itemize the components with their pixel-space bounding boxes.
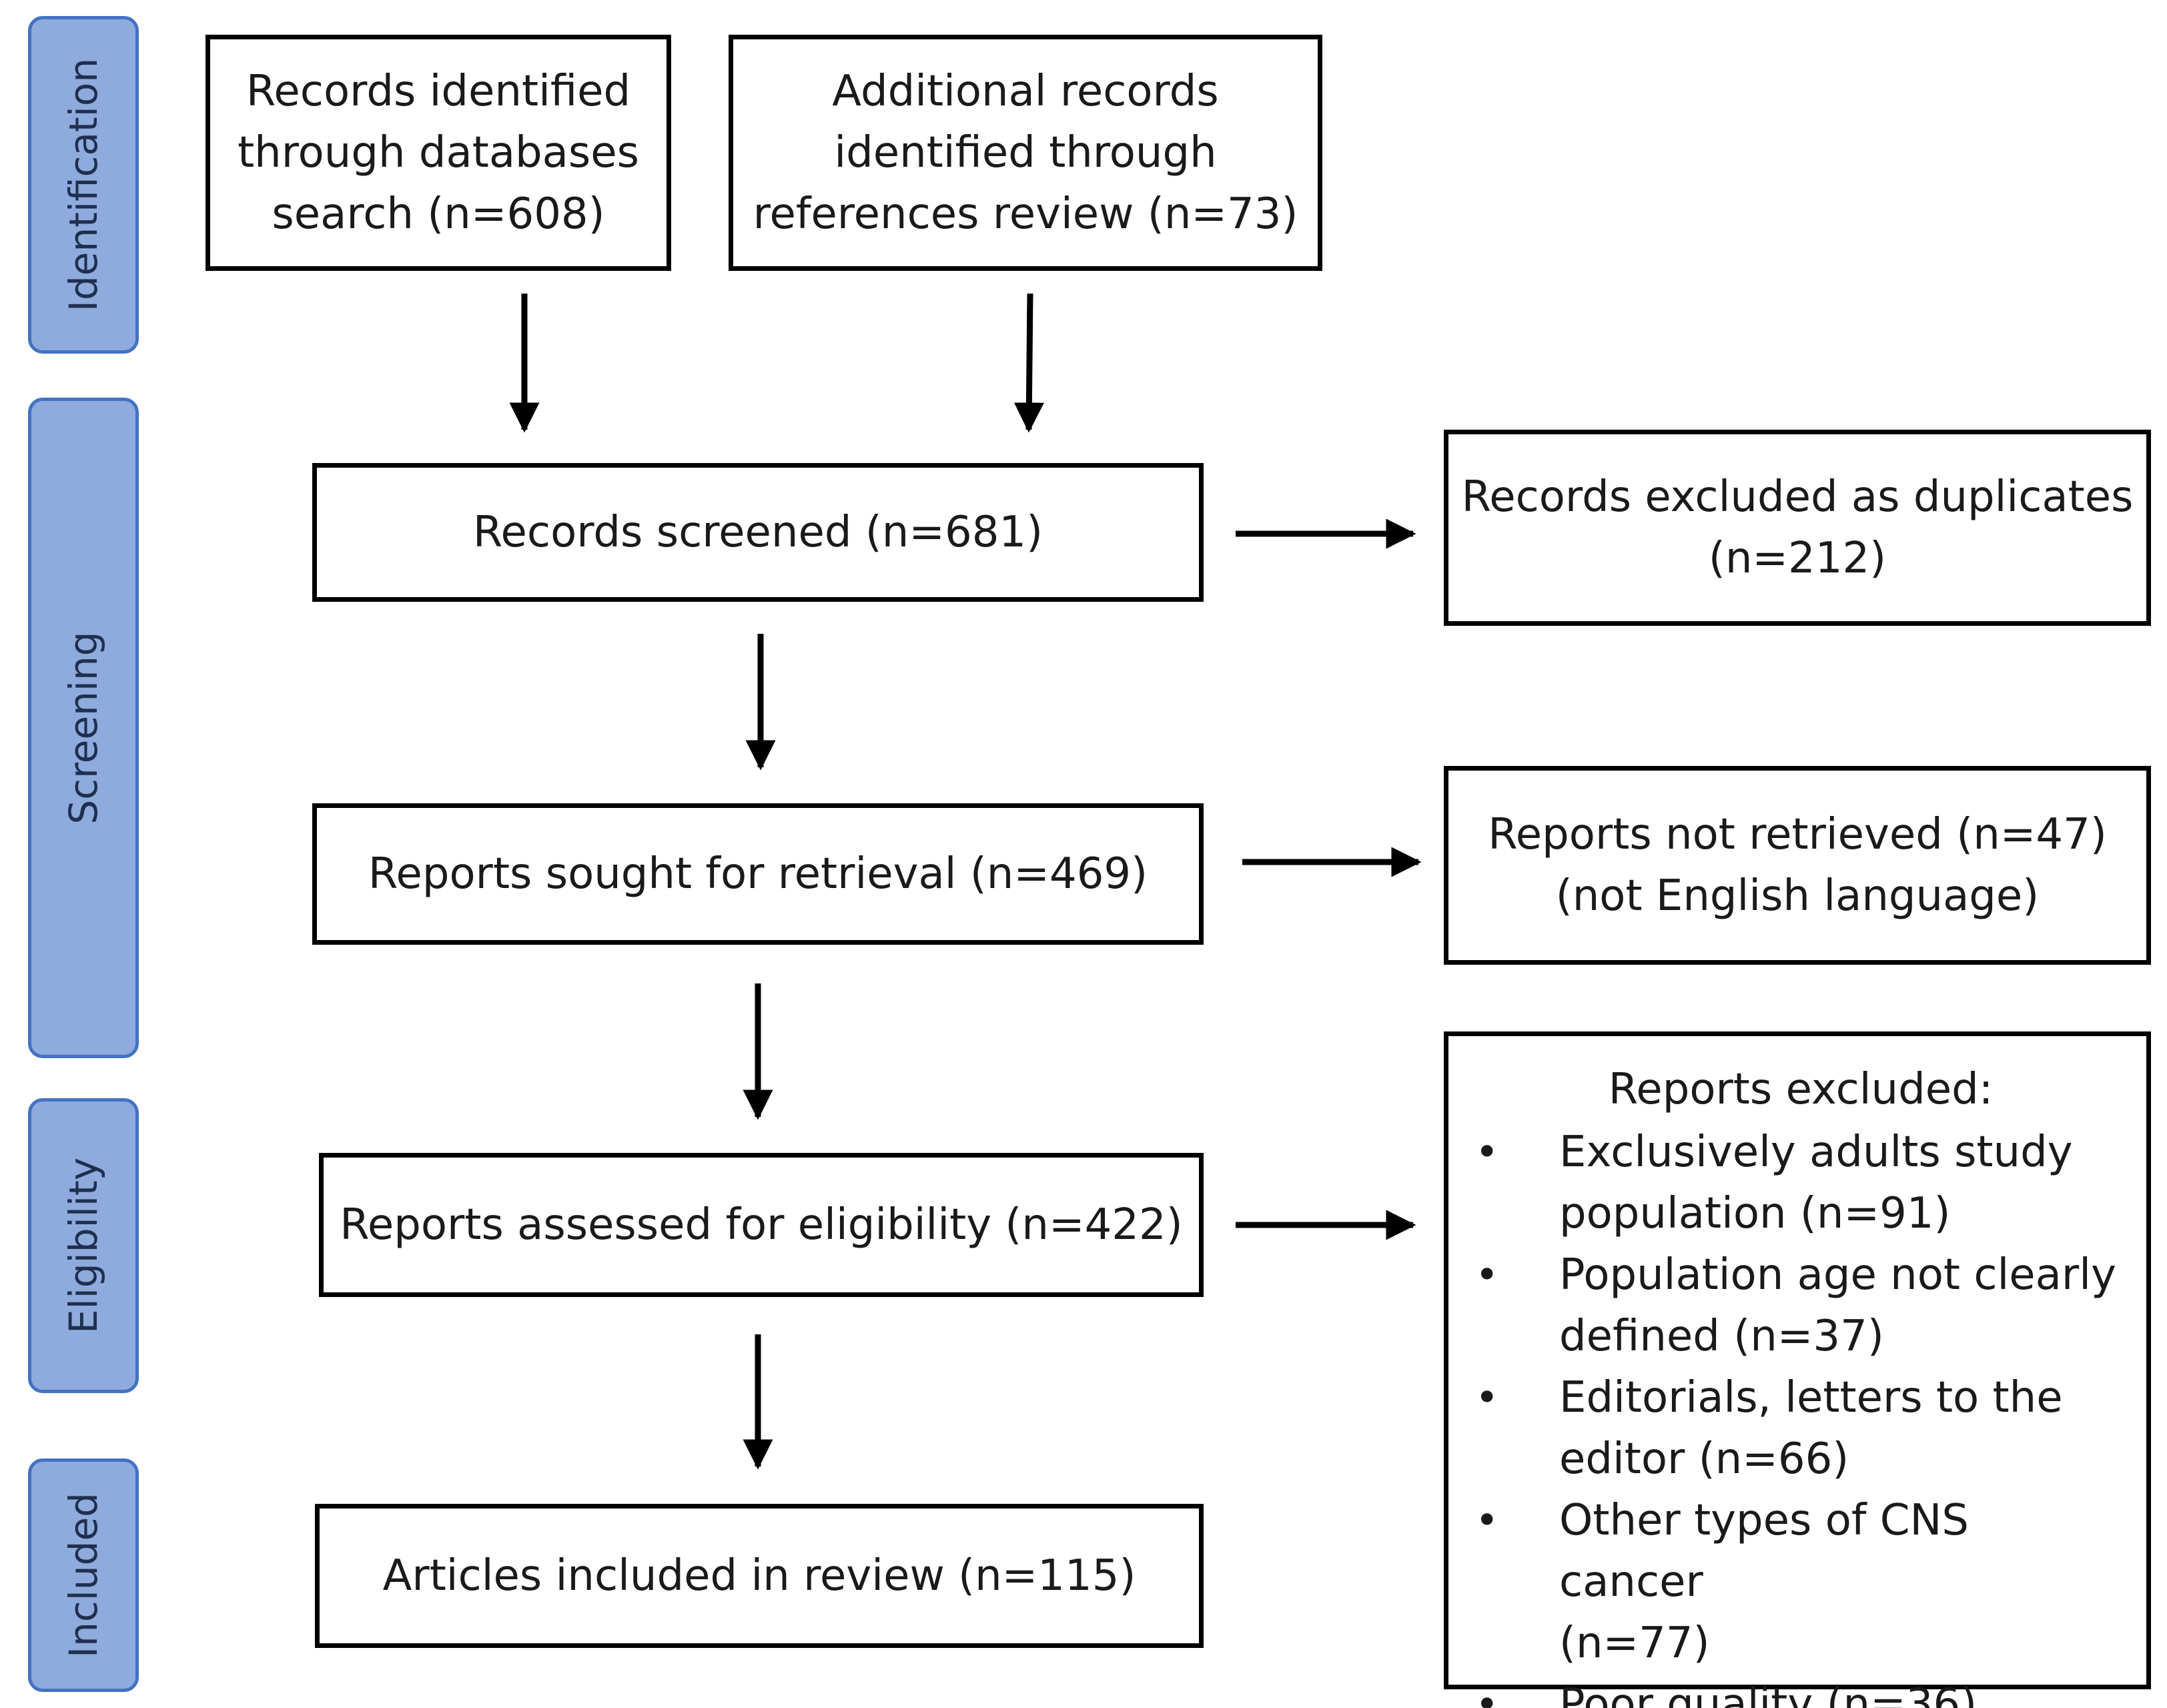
references-line-2: identified through — [834, 128, 1217, 177]
databases-line-1: Records identified — [246, 67, 631, 116]
box-articles-included: Articles included in review (n=115) — [315, 1504, 1204, 1648]
reports-assessed-text: Reports assessed for eligibility (n=422) — [340, 1200, 1183, 1250]
phase-eligibility: Eligibility — [28, 1098, 139, 1393]
excluded-reason-poor-quality: Poor quality (n=36) — [1475, 1674, 2126, 1708]
not-retrieved-line-1: Reports not retrieved (n=47) — [1488, 810, 2107, 859]
excluded-title: Reports excluded: — [1608, 1065, 1994, 1114]
box-reports-sought: Reports sought for retrieval (n=469) — [312, 803, 1204, 945]
excluded-reason-editorials: Editorials, letters to the editor (n=66) — [1475, 1367, 2126, 1490]
duplicates-line-1: Records excluded as duplicates — [1461, 472, 2134, 522]
box-reports-not-retrieved: Reports not retrieved (n=47) (not Englis… — [1444, 766, 2151, 965]
databases-line-3: search (n=608) — [272, 189, 605, 239]
articles-included-text: Articles included in review (n=115) — [382, 1551, 1136, 1601]
excluded-reasons-list: Exclusively adults study population (n=9… — [1475, 1122, 2126, 1708]
references-line-3: references review (n=73) — [753, 189, 1298, 239]
duplicates-line-2: (n=212) — [1708, 534, 1887, 583]
excluded-reason-cns-cancer: Other types of CNS cancer (n=77) — [1475, 1490, 2126, 1674]
records-screened-text: Records screened (n=681) — [472, 508, 1043, 557]
excluded-reason-adults: Exclusively adults study population (n=9… — [1475, 1122, 2126, 1244]
box-duplicates-excluded: Records excluded as duplicates (n=212) — [1444, 430, 2151, 626]
phase-included: Included — [28, 1458, 139, 1692]
excluded-reason-age: Population age not clearly defined (n=37… — [1475, 1244, 2126, 1367]
box-reports-assessed: Reports assessed for eligibility (n=422) — [319, 1153, 1204, 1297]
box-references-review: Additional records identified through re… — [729, 35, 1322, 271]
box-records-screened: Records screened (n=681) — [312, 463, 1204, 602]
references-line-1: Additional records — [832, 67, 1219, 116]
box-reports-excluded: Reports excluded: Exclusively adults stu… — [1444, 1031, 2151, 1708]
phase-screening: Screening — [28, 398, 139, 1058]
phase-identification: Identification — [28, 16, 139, 354]
arrow-references-to-screened — [1013, 293, 1044, 433]
not-retrieved-line-2: (not English language) — [1555, 871, 2040, 921]
box-databases-search: Records identified through databases sea… — [205, 35, 671, 271]
databases-line-2: through databases — [238, 128, 639, 177]
reports-sought-text: Reports sought for retrieval (n=469) — [368, 849, 1148, 899]
